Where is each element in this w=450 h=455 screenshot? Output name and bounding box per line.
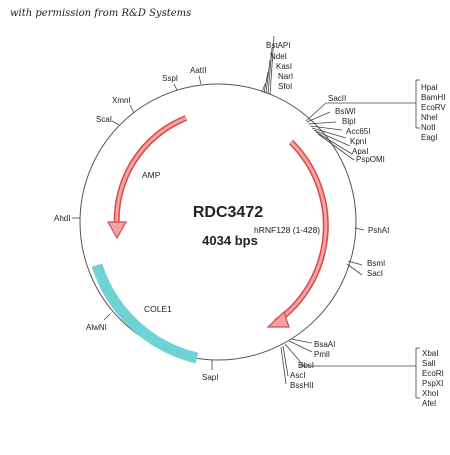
- site-label-sspi: SspI: [162, 74, 178, 83]
- site-label-ndei: NdeI: [270, 52, 287, 61]
- site-label-pspxi: PspXI: [422, 379, 443, 388]
- site-label-aatii: AatII: [190, 66, 206, 75]
- site-label-xhoi: XhoI: [422, 389, 438, 398]
- site-tick-saci: [346, 263, 363, 276]
- site-label-saci: SacI: [367, 269, 383, 278]
- feature-label-amp: AMP: [142, 170, 161, 180]
- site-tick-sspi: [173, 83, 178, 91]
- amp-arrow-inner: [115, 116, 187, 229]
- site-group-top: [261, 35, 275, 96]
- hrnf128-arrowhead: [266, 310, 290, 328]
- site-label-pshai: PshAI: [368, 226, 389, 235]
- site-label-bsmi: BsmI: [367, 259, 385, 268]
- site-label-bsshii: BssHII: [290, 381, 314, 390]
- site-label-xmni: XmnI: [112, 96, 131, 105]
- site-label-alwni: AlwNI: [86, 323, 107, 332]
- feature-label-cole1: COLE1: [144, 304, 172, 314]
- site-tick-aatii: [198, 75, 202, 85]
- site-label-asci: AscI: [290, 371, 306, 380]
- site-label-eagi: EagI: [421, 133, 437, 142]
- site-tick-pshai: [354, 227, 365, 231]
- site-label-ecori: EcoRI: [422, 369, 444, 378]
- site-label-scai: ScaI: [96, 115, 112, 124]
- site-label-nhei: NheI: [421, 113, 438, 122]
- site-label-bsiwi: BsiWI: [335, 107, 356, 116]
- feature-label-hrnf128: hRNF128 (1-428): [254, 225, 320, 235]
- site-label-bstapi: BstAPI: [266, 41, 290, 50]
- site-label-sapi: SapI: [202, 373, 218, 382]
- site-label-apai: ApaI: [352, 147, 368, 156]
- plasmid-name: RDC3472: [193, 204, 263, 221]
- site-label-blpi: BlpI: [342, 117, 356, 126]
- site-tick-xmni: [129, 104, 135, 114]
- site-label-nari: NarI: [278, 72, 293, 81]
- site-label-hpai: HpaI: [421, 83, 438, 92]
- site-tick-bsmi: [347, 260, 363, 266]
- site-label-kasi: KasI: [276, 62, 292, 71]
- site-label-acc65i: Acc65I: [346, 127, 370, 136]
- site-label-bsaai: BsaAI: [314, 340, 335, 349]
- site-label-noti: NotI: [421, 123, 436, 132]
- site-label-bamhi: BamHI: [421, 93, 445, 102]
- site-tick-scai: [111, 120, 120, 126]
- credit-text: with permission from R&D Systems: [10, 8, 192, 19]
- site-group-right: [305, 79, 420, 161]
- site-label-ahdi: AhdI: [54, 214, 70, 223]
- site-label-sacii: SacII: [328, 94, 346, 103]
- backbone-circle: [79, 83, 357, 361]
- site-label-ecorv: EcoRV: [421, 103, 446, 112]
- site-label-xbai: XbaI: [422, 349, 438, 358]
- hrnf128-arrow-inner: [275, 140, 328, 324]
- site-label-pmli: PmlI: [314, 350, 330, 359]
- site-tick-alwni: [103, 313, 111, 321]
- site-label-bbsi: BbsI: [298, 361, 314, 370]
- site-label-sali: SalI: [422, 359, 436, 368]
- site-label-kpni: KpnI: [350, 137, 366, 146]
- site-label-afei: AfeI: [422, 399, 436, 408]
- plasmid-size: 4034 bps: [202, 233, 258, 248]
- site-group-lower: [280, 338, 420, 399]
- site-label-pspomi: PspOMI: [356, 155, 385, 164]
- site-label-sfoi: SfoI: [278, 82, 292, 91]
- amp-arrowhead: [106, 221, 128, 240]
- cole1-feature-arc: [91, 263, 199, 364]
